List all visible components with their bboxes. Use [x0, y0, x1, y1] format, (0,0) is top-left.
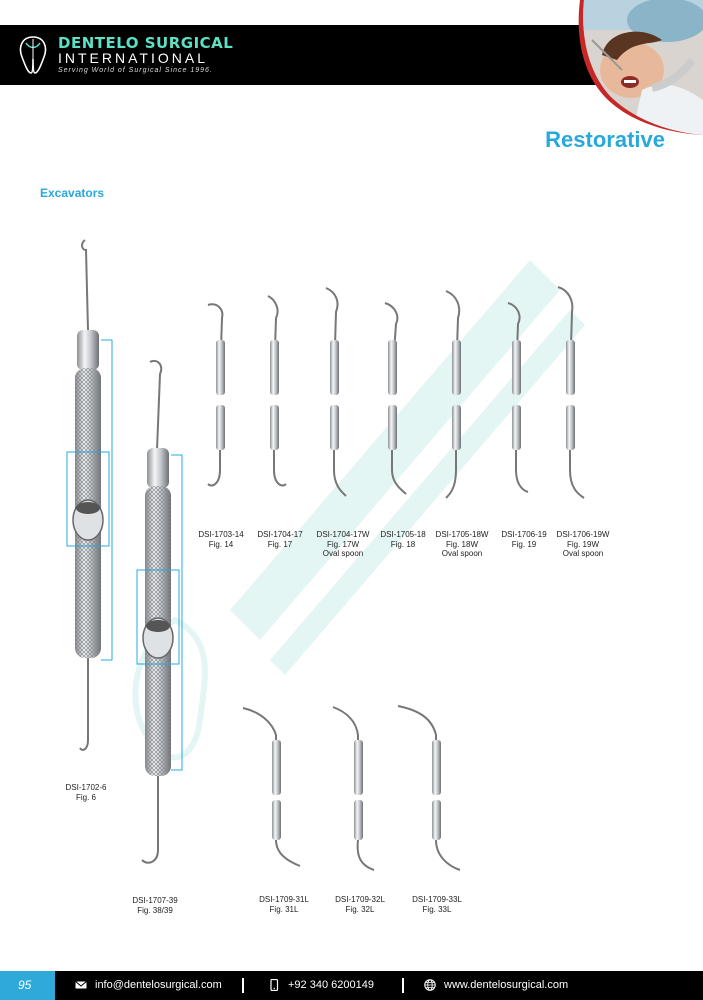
footer-phone[interactable]: +92 340 6200149 — [268, 979, 374, 991]
brand-name: DENTELO SURGICAL — [58, 34, 234, 52]
instrument-dsi-1707-39 — [136, 360, 183, 864]
product-code: DSI-1705-18 — [380, 530, 426, 539]
footer-website[interactable]: www.dentelosurgical.com — [424, 979, 568, 991]
caption-dsi-1705-18w: DSI-1705-18W Fig. 18W Oval spoon — [436, 530, 489, 559]
email-icon — [75, 981, 87, 989]
instrument-dsi-1706-19 — [507, 302, 521, 381]
instrument-dsi-1705-18 — [384, 302, 399, 381]
phone-text[interactable]: +92 340 6200149 — [288, 979, 374, 991]
product-fig: Fig. 17 — [267, 539, 293, 549]
page-number-box: 95 — [0, 971, 55, 1000]
product-code: DSI-1707-39 — [132, 896, 178, 905]
page-title: Restorative — [545, 127, 665, 152]
product-code: DSI-1709-31L — [259, 895, 309, 904]
instrument-dsi-1702-6 — [66, 239, 113, 751]
globe-icon — [424, 979, 436, 991]
caption-dsi-1706-19: DSI-1706-19 Fig. 19 — [501, 530, 546, 549]
instrument-dsi-1709-32l — [332, 706, 359, 780]
instrument-dsi-1704-17 — [267, 295, 279, 381]
phone-icon — [270, 979, 279, 991]
product-code: DSI-1702-6 — [65, 783, 107, 792]
brand-subname: INTERNATIONAL — [58, 50, 208, 66]
product-fig: Fig. 19W — [566, 539, 600, 549]
product-fig: Fig. 17W — [326, 539, 360, 549]
product-fig: Fig. 38/39 — [137, 905, 173, 915]
instrument-dsi-1709-31l — [242, 707, 277, 780]
section-subtitle: Excavators — [40, 186, 105, 200]
caption-dsi-1704-17w: DSI-1704-17W Fig. 17W Oval spoon — [317, 530, 370, 559]
footer-divider — [402, 978, 404, 993]
product-code: DSI-1706-19W — [556, 530, 610, 539]
product-note: Oval spoon — [322, 549, 364, 558]
product-code: DSI-1706-19 — [501, 530, 547, 539]
page-number: 95 — [18, 978, 32, 992]
product-code: DSI-1705-18W — [435, 530, 489, 539]
footer-email[interactable]: info@dentelosurgical.com — [75, 979, 222, 991]
product-fig: Fig. 31L — [269, 904, 299, 914]
product-code: DSI-1704-17 — [257, 530, 303, 539]
brand-logo: DENTELO SURGICAL INTERNATIONAL Serving W… — [14, 33, 233, 77]
footer-divider — [242, 978, 244, 993]
product-fig: Fig. 6 — [75, 792, 97, 802]
product-fig: Fig. 18 — [390, 539, 416, 549]
caption-dsi-1704-17: DSI-1704-17 Fig. 17 — [257, 530, 302, 549]
product-note: Oval spoon — [562, 549, 604, 558]
instrument-dsi-1705-18w — [445, 290, 461, 381]
caption-dsi-1706-19w: DSI-1706-19W Fig. 19W Oval spoon — [557, 530, 610, 559]
footer-bar: 95 info@dentelosurgical.com +92 340 6200… — [0, 971, 703, 1000]
website-text[interactable]: www.dentelosurgical.com — [444, 979, 569, 991]
product-code: DSI-1709-33L — [412, 895, 462, 904]
product-fig: Fig. 18W — [445, 539, 479, 549]
product-code: DSI-1709-32L — [335, 895, 385, 904]
product-fig: Fig. 32L — [345, 904, 375, 914]
instrument-dsi-1706-19w — [557, 286, 574, 381]
product-fig: Fig. 14 — [208, 539, 234, 549]
caption-dsi-1709-33l: DSI-1709-33L Fig. 33L — [412, 895, 462, 914]
caption-dsi-1707-39: DSI-1707-39 Fig. 38/39 — [132, 896, 177, 915]
instrument-dsi-1709-33l — [397, 705, 437, 780]
product-fig: Fig. 19 — [511, 539, 537, 549]
caption-dsi-1705-18: DSI-1705-18 Fig. 18 — [380, 530, 425, 549]
brand-tagline: Serving World of Surgical Since 1996. — [58, 67, 213, 74]
caption-dsi-1709-32l: DSI-1709-32L Fig. 32L — [335, 895, 385, 914]
product-note: Oval spoon — [441, 549, 483, 558]
caption-dsi-1709-31l: DSI-1709-31L Fig. 31L — [259, 895, 309, 914]
product-fig: Fig. 33L — [422, 904, 452, 914]
instrument-dsi-1703-14 — [207, 303, 224, 381]
product-code: DSI-1703-14 — [198, 530, 244, 539]
email-text[interactable]: info@dentelosurgical.com — [95, 979, 222, 991]
logo-mark-icon — [19, 36, 47, 74]
instrument-dsi-1704-17w — [325, 287, 339, 381]
caption-dsi-1703-14: DSI-1703-14 Fig. 14 — [198, 530, 243, 549]
dentist-photo — [578, 0, 703, 135]
product-code: DSI-1704-17W — [316, 530, 370, 539]
caption-dsi-1702-6: DSI-1702-6 Fig. 6 — [66, 783, 107, 802]
